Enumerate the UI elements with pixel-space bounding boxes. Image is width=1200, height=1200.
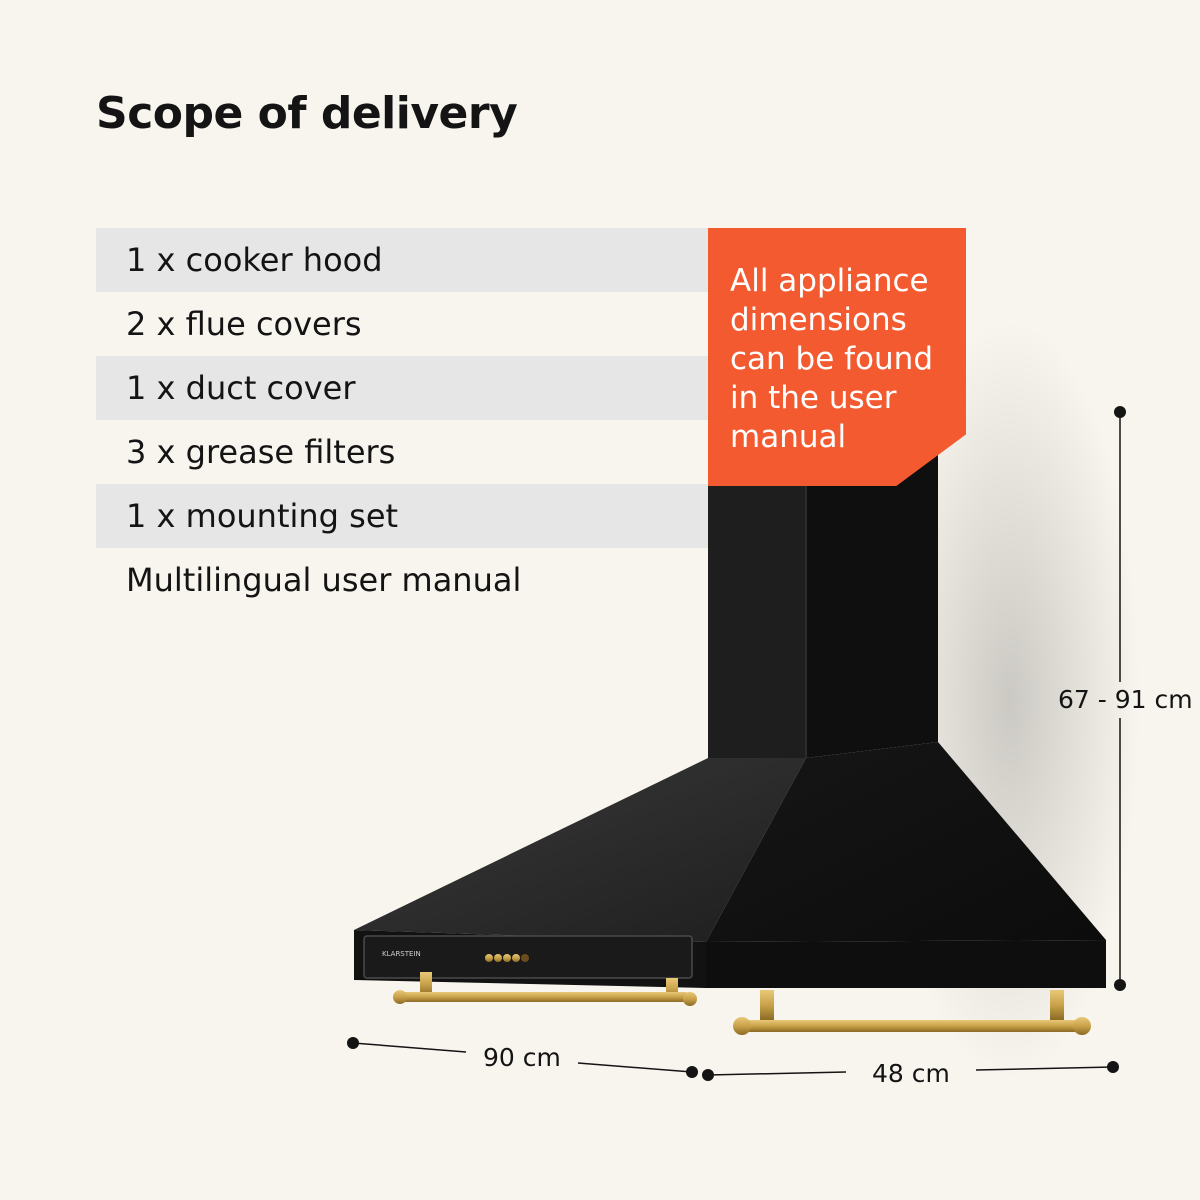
brand-logo: KLARSTEIN [382,950,421,958]
width-dimension: 90 cm [347,1037,698,1078]
list-item: 3 x grease filters [126,433,396,471]
control-panel: KLARSTEIN [382,950,529,962]
depth-dimension: 48 cm [702,1059,1119,1088]
callout-text: All appliance dimensions can be found in… [730,263,933,455]
delivery-list: 1 x cooker hood 2 x flue covers 1 x duct… [96,228,708,612]
chimney [708,440,938,758]
list-item: 1 x mounting set [96,484,708,548]
list-item: 1 x cooker hood [96,228,708,292]
list-item: 2 x flue covers [126,305,362,343]
height-label: 67 - 91 cm [1058,685,1193,714]
control-knob [485,954,493,962]
list-item: Multilingual user manual [126,561,522,599]
control-knob [503,954,511,962]
info-callout: All appliance dimensions can be found in… [708,228,966,486]
control-knob [494,954,502,962]
control-knob [521,954,529,962]
width-label: 90 cm [483,1043,561,1072]
page-title: Scope of delivery [96,88,518,139]
side-rail [733,990,1091,1035]
front-rail [393,972,697,1006]
depth-label: 48 cm [872,1059,950,1088]
control-knob [512,954,520,962]
height-dimension: 67 - 91 cm [1058,406,1193,991]
list-item: 1 x duct cover [96,356,708,420]
